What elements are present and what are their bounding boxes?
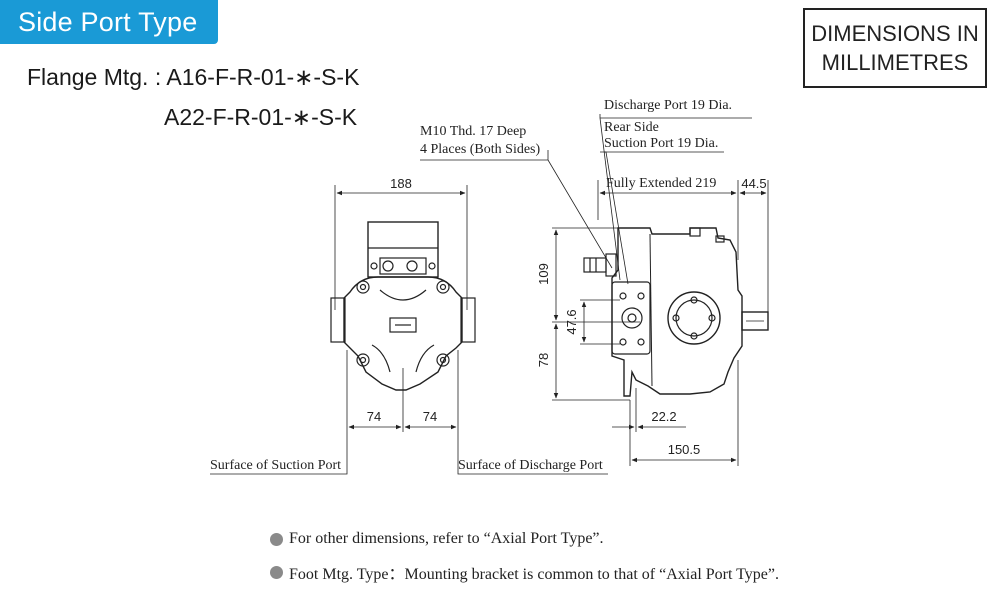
model-prefix: Flange Mtg. : xyxy=(27,64,167,90)
dim-port-height: 47.6 xyxy=(564,309,579,334)
note-2: Foot Mtg. Type：Mounting bracket is commo… xyxy=(270,560,779,584)
units-line-1: DIMENSIONS IN xyxy=(811,21,979,46)
dim-depth: 150.5 xyxy=(668,442,701,457)
section-title: Side Port Type xyxy=(18,6,198,37)
discharge-port-callout: Discharge Port 19 Dia. xyxy=(604,98,733,113)
model-line-1: Flange Mtg. : A16-F-R-01-∗-S-K xyxy=(27,64,359,91)
units-line-2: MILLIMETRES xyxy=(821,50,969,75)
section-header: Side Port Type xyxy=(0,0,218,44)
note-text-1: For other dimensions, refer to “Axial Po… xyxy=(289,530,604,547)
model-code-2: A22-F-R-01-∗-S-K xyxy=(164,104,358,130)
dim-height-upper: 109 xyxy=(536,263,551,285)
surface-suction-label: Surface of Suction Port xyxy=(210,458,342,473)
note-1: For other dimensions, refer to “Axial Po… xyxy=(270,530,604,548)
thread-callout-2: 4 Places (Both Sides) xyxy=(420,142,541,157)
dim-port-offset: 22.2 xyxy=(651,409,676,424)
thread-callout-1: M10 Thd. 17 Deep xyxy=(420,124,527,139)
circle-bullet-icon xyxy=(270,532,283,546)
dim-shaft-ext: 44.5 xyxy=(741,176,766,191)
model-code-1: A16-F-R-01-∗-S-K xyxy=(166,64,360,90)
dim-offset-right: 74 xyxy=(423,409,437,424)
front-view xyxy=(210,185,608,475)
note-text-2: Foot Mtg. Type：Mounting bracket is commo… xyxy=(289,566,780,583)
fully-extended-label: Fully Extended 219 xyxy=(606,176,717,191)
side-view xyxy=(420,114,769,466)
circle-bullet-icon xyxy=(270,565,283,579)
rear-side-callout: Rear Side xyxy=(604,120,659,135)
dim-width: 188 xyxy=(390,176,412,191)
suction-port-callout: Suction Port 19 Dia. xyxy=(604,136,719,151)
units-box: DIMENSIONS IN MILLIMETRES xyxy=(803,8,987,88)
dim-height-lower: 78 xyxy=(536,353,551,367)
surface-discharge-label: Surface of Discharge Port xyxy=(458,458,603,473)
dim-offset-left: 74 xyxy=(367,409,381,424)
